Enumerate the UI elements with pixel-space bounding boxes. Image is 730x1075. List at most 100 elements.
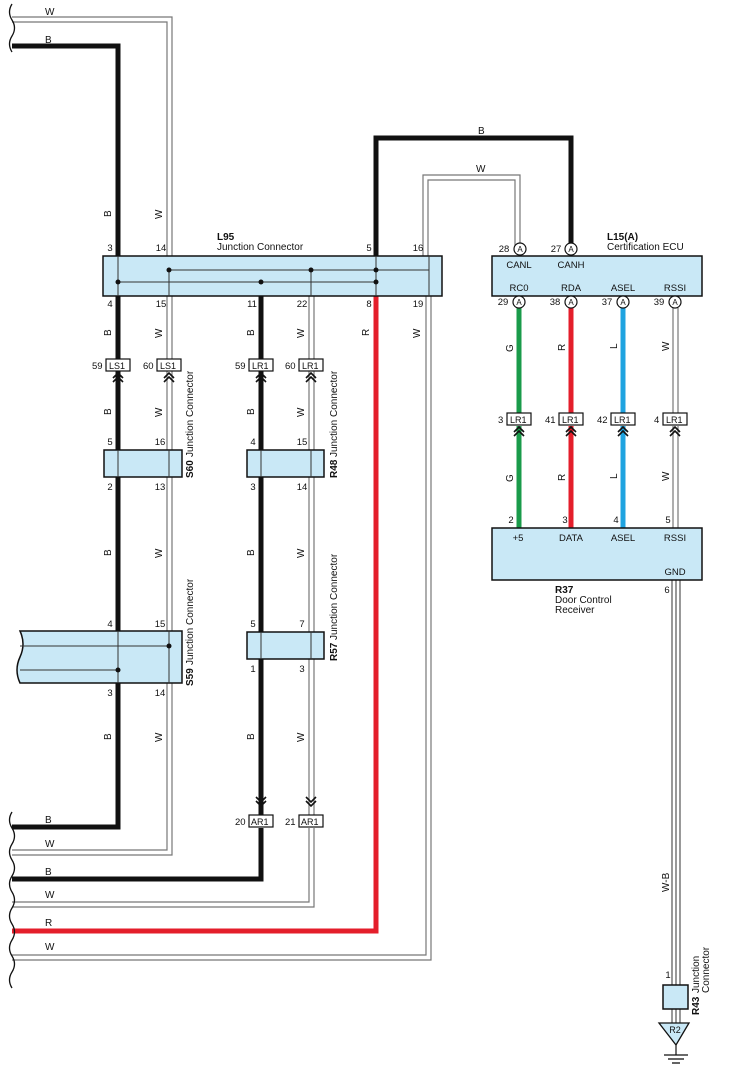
wire-code: W (154, 328, 165, 338)
connector-s60 (103, 449, 183, 478)
wire-wb (671, 580, 681, 1023)
l15-label: RC0 (509, 283, 528, 294)
wire-code: L (609, 343, 620, 349)
ecu-pin-29-tag (512, 295, 526, 309)
l15-tag: A (568, 298, 574, 307)
wire-code: B (246, 549, 257, 556)
wire-code: W (45, 890, 55, 901)
wire-code: B (103, 408, 114, 415)
lr1-box-42 (610, 412, 636, 426)
wire-r (12, 296, 379, 934)
connector-r48 (246, 449, 325, 478)
lr1-name: LR1 (666, 415, 683, 425)
connector-r57 (246, 631, 325, 660)
l15-tag: A (620, 298, 626, 307)
l15-label: CANH (558, 260, 585, 271)
wire-code: R (45, 918, 52, 929)
r48-pin: 4 (250, 437, 255, 448)
r48-pin: 14 (297, 482, 308, 493)
r57-pin: 5 (250, 619, 255, 630)
r57-pin: 3 (299, 664, 304, 675)
wire-code: W (296, 407, 307, 417)
l15-label: ASEL (611, 283, 635, 294)
lr1-name: LR1 (302, 361, 319, 371)
r43-code: R43 (691, 996, 702, 1015)
break-marks-icon (8, 3, 16, 989)
wire-code: G (505, 474, 516, 482)
connector-s59 (16, 630, 183, 684)
l15-tag: A (672, 298, 678, 307)
wire-code: W (154, 209, 165, 219)
wire-code: R (361, 329, 372, 336)
r37-desc: Door Control (555, 595, 612, 606)
r37-label: RSSI (664, 533, 686, 544)
l15-desc: Certification ECU (607, 242, 684, 253)
lr1-box-4 (662, 412, 688, 426)
r57-pin: 7 (299, 619, 304, 630)
l15-pin: 38 (550, 297, 561, 308)
ecu-pin-37-tag (616, 295, 630, 309)
lr1-box-59 (248, 358, 274, 372)
l15-pin: 28 (499, 244, 510, 255)
ar1-box-20 (248, 814, 274, 828)
wire-code: B (478, 126, 485, 137)
l95-pin: 15 (156, 299, 167, 310)
l95-pin: 16 (413, 243, 424, 254)
ls1-pin: 60 (143, 361, 154, 372)
l15-label: RDA (561, 283, 582, 294)
connector-l95 (102, 255, 443, 297)
r37-pin: 2 (508, 515, 513, 526)
lr1-pin: 4 (654, 415, 659, 426)
wire-code: W-B (661, 872, 672, 892)
r37-code: R37 (555, 585, 574, 596)
ecu-pin-38-tag (564, 295, 578, 309)
l15-pin: 37 (602, 297, 613, 308)
wire-w-19 (12, 296, 432, 961)
l95-pin: 3 (107, 243, 112, 254)
s60-pin: 16 (155, 437, 166, 448)
l95-pin: 11 (247, 299, 257, 310)
ar1-name: AR1 (251, 817, 269, 827)
s59-pin: 3 (107, 688, 112, 699)
r37-gnd-pin: 6 (664, 585, 669, 596)
ground-icon (657, 1022, 691, 1064)
wire-w-rssi (672, 308, 679, 528)
lr1-box-41 (558, 412, 584, 426)
wire-w-canl (422, 174, 521, 256)
wire-b-top (12, 43, 121, 830)
l15-pin: 29 (498, 297, 509, 308)
lr1-box-3 (506, 412, 532, 426)
l95-pin: 8 (366, 299, 371, 310)
lr1-pin: 42 (597, 415, 608, 426)
r37-gnd-label: GND (664, 567, 685, 578)
r37-pin: 5 (665, 515, 670, 526)
s60-code: S60 (185, 460, 196, 478)
r43-desc: Connector (701, 946, 712, 993)
ls1-box-59 (105, 358, 131, 372)
wire-code: W (154, 548, 165, 558)
wire-code: W (661, 341, 672, 351)
wire-code: B (103, 549, 114, 556)
l95-pin: 5 (366, 243, 371, 254)
r37-desc: Receiver (555, 605, 595, 616)
lr1-pin: 41 (545, 415, 556, 426)
r37-label: DATA (559, 533, 584, 544)
wire-code: W (154, 407, 165, 417)
lr1-name: LR1 (510, 415, 527, 425)
lr1-pin: 59 (235, 361, 246, 372)
wire-b-ar1 (12, 828, 264, 882)
wire-code: B (103, 329, 114, 336)
r37-label: +5 (513, 533, 524, 544)
r43-desc: Junction (691, 956, 702, 993)
l15-tag: A (568, 245, 574, 254)
ls1-name: LS1 (109, 361, 125, 371)
wire-code: W (661, 471, 672, 481)
wire-code: B (45, 867, 52, 878)
r48-code: R48 (329, 459, 340, 478)
lr1-pin: 3 (498, 415, 503, 426)
s60-pin: 13 (155, 482, 166, 493)
l15-pin: 39 (654, 297, 665, 308)
wire-code: W (296, 548, 307, 558)
s60-desc: Junction Connector (185, 370, 196, 457)
